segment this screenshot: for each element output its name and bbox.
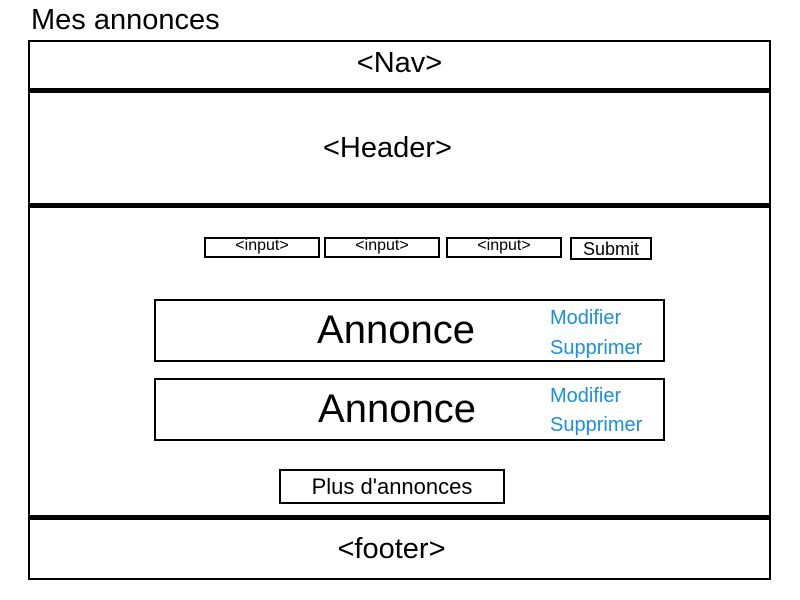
annonce-title: Annonce xyxy=(318,387,476,431)
filter-input-1[interactable]: <input> xyxy=(204,237,320,258)
header-placeholder: <Header> xyxy=(323,132,452,164)
footer-placeholder: <footer> xyxy=(337,533,446,565)
page-title: Mes annonces xyxy=(31,4,220,36)
header-divider xyxy=(28,203,771,208)
more-annonces-button[interactable]: Plus d'annonces xyxy=(279,469,505,504)
annonce-card: Annonce Modifier Supprimer xyxy=(154,299,665,362)
annonce-card: Annonce Modifier Supprimer xyxy=(154,378,665,441)
annonce-title: Annonce xyxy=(317,308,475,352)
filter-input-3[interactable]: <input> xyxy=(446,237,562,258)
delete-link[interactable]: Supprimer xyxy=(550,414,643,436)
filter-input-2[interactable]: <input> xyxy=(324,237,440,258)
footer-divider xyxy=(28,515,771,520)
wireframe-frame xyxy=(28,40,771,580)
submit-button[interactable]: Submit xyxy=(570,237,652,260)
delete-link[interactable]: Supprimer xyxy=(550,337,643,359)
edit-link[interactable]: Modifier xyxy=(550,307,622,329)
nav-placeholder: <Nav> xyxy=(356,47,443,79)
edit-link[interactable]: Modifier xyxy=(550,385,622,407)
nav-divider xyxy=(28,88,771,93)
